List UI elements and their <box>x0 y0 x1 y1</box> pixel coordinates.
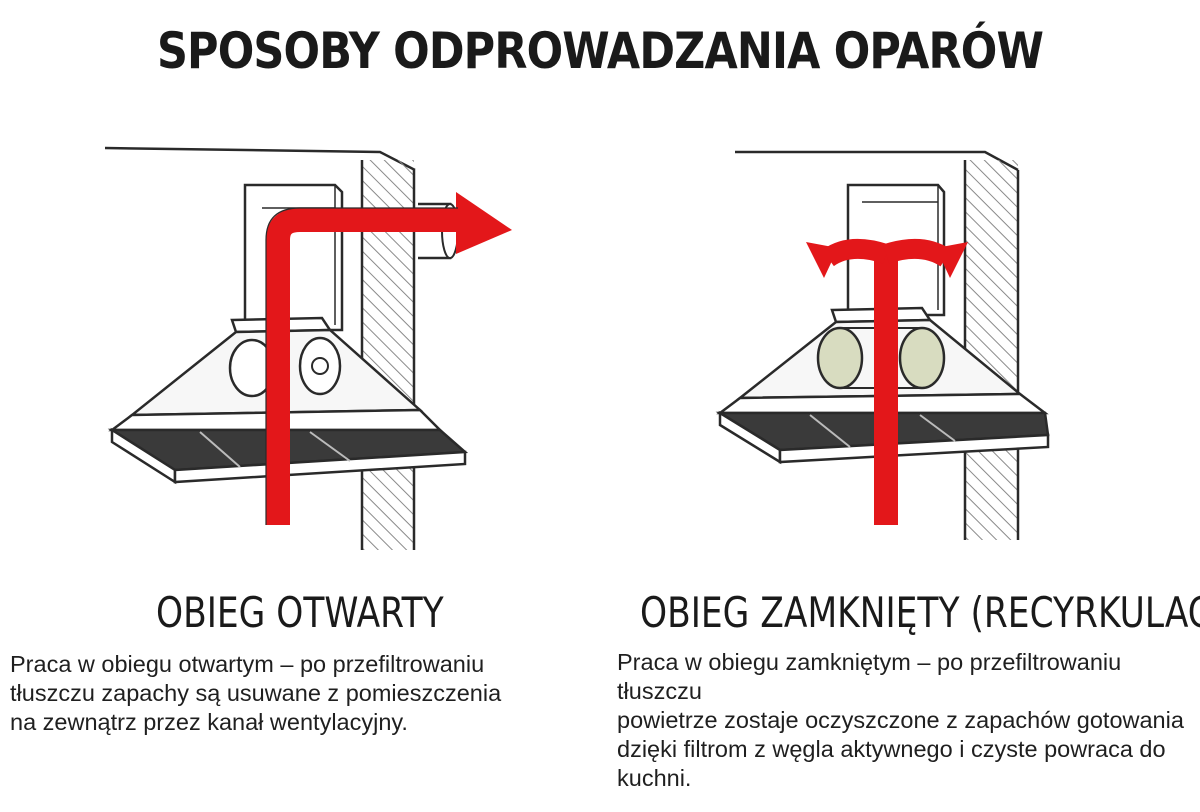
heading-recirculation: OBIEG ZAMKNIĘTY (RECYRKULACJA) <box>640 588 1200 637</box>
page-title: SPOSOBY ODPROWADZANIA OPARÓW <box>156 22 1044 80</box>
description-line: powietrze zostaje oczyszczone z zapachów… <box>617 707 1184 733</box>
fan-motor <box>228 336 342 398</box>
panel-open-circulation: OBIEG OTWARTY Praca w obiegu otwartym – … <box>10 146 590 737</box>
description-line: kuchni. <box>617 765 692 791</box>
wall <box>963 160 1020 540</box>
heading-open-circulation: OBIEG OTWARTY <box>156 588 444 637</box>
description-line: Praca w obiegu otwartym – po przefiltrow… <box>10 651 485 677</box>
recirculation-illustration <box>715 150 1050 540</box>
panel-recirculation: OBIEG ZAMKNIĘTY (RECYRKULACJA) Praca w o… <box>600 0 1200 812</box>
airflow-arrow <box>265 192 512 525</box>
open-circulation-illustration <box>104 146 512 550</box>
carbon-filters <box>816 326 946 390</box>
description-line: na zewnątrz przez kanał wentylacyjny. <box>10 709 408 735</box>
description-open-circulation: Praca w obiegu otwartym – po przefiltrow… <box>10 650 590 737</box>
recirculation-arrow <box>806 238 968 525</box>
description-line: tłuszczu zapachy są usuwane z pomieszcze… <box>10 680 502 706</box>
description-recirculation: Praca w obiegu zamkniętym – po przefiltr… <box>617 648 1192 793</box>
description-line: Praca w obiegu zamkniętym – po przefiltr… <box>617 649 1122 704</box>
description-line: dzięki filtrom z węgla aktywnego i czyst… <box>617 736 1166 762</box>
